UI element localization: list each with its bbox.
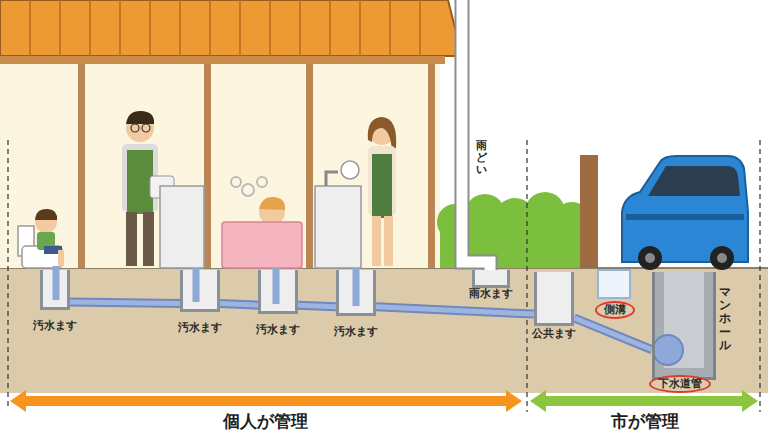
part-label: 下水道管: [658, 377, 702, 390]
roof: [0, 0, 462, 56]
pillar: [78, 60, 85, 268]
part-label: 汚水ます: [334, 325, 378, 338]
manhole-body: [652, 272, 716, 380]
washing-machine: [160, 186, 204, 268]
pillar: [204, 60, 211, 268]
pillar: [306, 60, 313, 268]
city-arrow: [530, 390, 758, 412]
pipe-body: [220, 304, 258, 306]
management-label: 市が管理: [611, 412, 679, 431]
pipe-outline: [70, 302, 180, 304]
pipe-outline: [376, 307, 534, 314]
pipe-outline: [298, 305, 336, 307]
pipe-body: [298, 305, 336, 307]
ground: [0, 268, 768, 393]
sewer-pipe: [220, 304, 258, 306]
part-label: 汚水ます: [33, 319, 77, 332]
label-oval: 側溝: [595, 301, 635, 319]
catch-basin: 汚水ます: [40, 270, 70, 310]
pillar: [428, 60, 435, 268]
rain-gutter-outline: [462, 0, 490, 276]
post: [580, 155, 598, 268]
catch-basin: 汚水ます: [336, 270, 376, 316]
catch-basin: 雨水ます: [472, 270, 510, 288]
bath-scene: [222, 177, 302, 268]
sewer-pipe: [376, 307, 534, 314]
label-oval: 下水道管: [649, 375, 711, 393]
roof-lines: [30, 0, 420, 56]
part-label: 汚水ます: [256, 323, 300, 336]
sewer-pipe-end: [653, 335, 683, 365]
car: [622, 156, 748, 270]
pipe-outline: [220, 304, 258, 306]
house-wall: [0, 60, 440, 268]
vertical-label: 雨どい: [476, 140, 487, 176]
catch-basin: 汚水ます: [258, 270, 298, 314]
pipe-body: [376, 307, 534, 314]
catch-basin: 汚水ます: [180, 270, 220, 312]
fixture-drains: [56, 266, 356, 306]
pipe-outline: [574, 318, 652, 350]
pipe-body: [70, 302, 180, 304]
private-arrow: [10, 390, 522, 412]
divider-lines: [8, 140, 760, 412]
part-label: 汚水ます: [178, 321, 222, 334]
vertical-label: マンホール: [719, 286, 731, 352]
manhole-box: マンホール: [652, 272, 716, 380]
part-label: 雨水ます: [469, 287, 513, 300]
sewer-pipe: [298, 305, 336, 307]
rain-gutter: [462, 0, 490, 276]
part-label: 側溝: [604, 303, 626, 316]
management-label: 個人が管理: [223, 412, 308, 431]
pipe-body: [574, 318, 652, 350]
masu-interiors: [40, 270, 574, 326]
sewer-pipe: [574, 318, 652, 350]
sewer-pipe: [70, 302, 180, 304]
kitchen-scene: [315, 117, 396, 268]
catch-basin: 公共ます: [534, 272, 574, 326]
side-ditch: [598, 270, 630, 298]
roof-beam: [0, 56, 445, 64]
toilet-scene: [18, 209, 64, 268]
part-label: 公共ます: [532, 327, 576, 340]
